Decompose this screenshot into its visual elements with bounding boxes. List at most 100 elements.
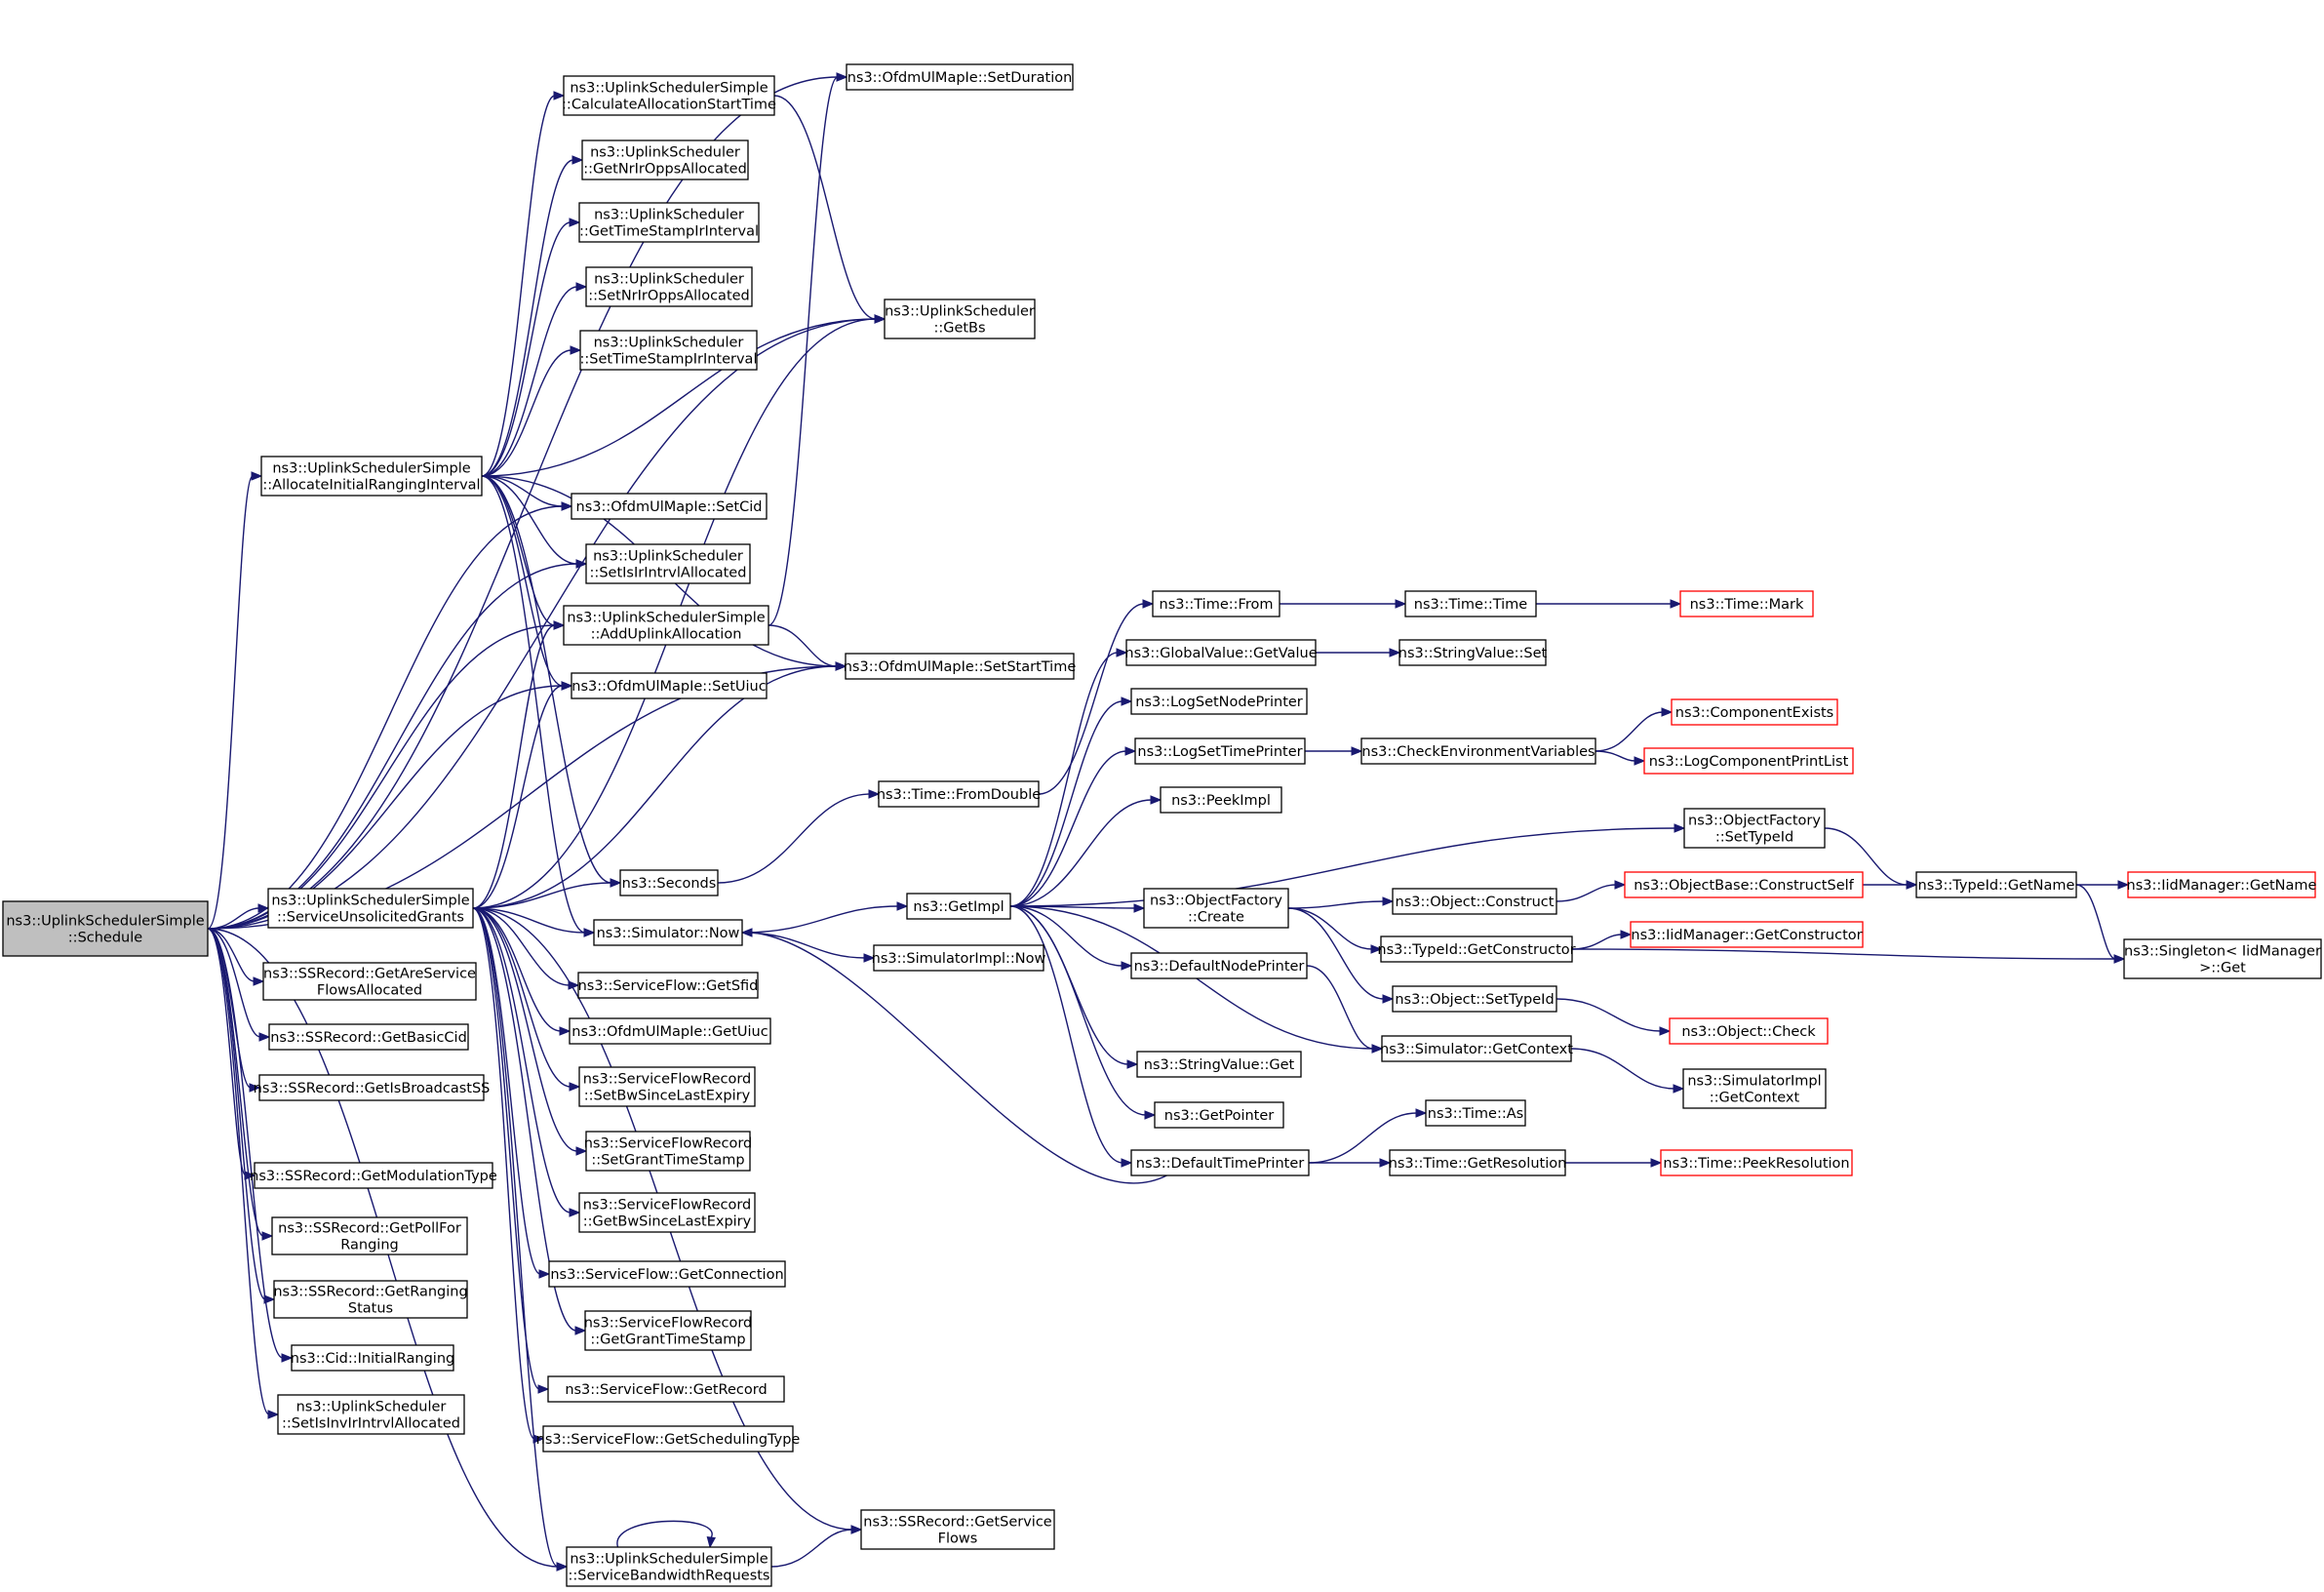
node-label: ns3::Singleton< IidManager bbox=[2124, 944, 2321, 960]
node-singletonGet[interactable]: ns3::Singleton< IidManager>::Get bbox=[2123, 938, 2322, 979]
node-objFactCreate[interactable]: ns3::ObjectFactory::Create bbox=[1143, 888, 1289, 929]
node-seconds[interactable]: ns3::Seconds bbox=[619, 869, 719, 896]
edge-schedule-to-getModulationType bbox=[207, 928, 256, 1180]
edge-timeTime-to-timeMark bbox=[1536, 599, 1682, 609]
node-setUiuc[interactable]: ns3::OfdmUlMapIe::SetUiuc bbox=[571, 672, 768, 699]
node-objCheck[interactable]: ns3::Object::Check bbox=[1669, 1017, 1829, 1045]
node-fromDouble[interactable]: ns3::Time::FromDouble bbox=[877, 780, 1041, 808]
edge-line bbox=[1571, 948, 2116, 960]
node-box bbox=[1160, 786, 1282, 814]
node-iidGetName[interactable]: ns3::IidManager::GetName bbox=[2127, 871, 2317, 898]
edge-line bbox=[768, 76, 839, 626]
node-getSchedType[interactable]: ns3::ServiceFlow::GetSchedulingType bbox=[536, 1425, 801, 1453]
node-getSfid[interactable]: ns3::ServiceFlow::GetSfid bbox=[577, 972, 759, 999]
edge-schedule-to-getAreServiceFlows bbox=[207, 928, 265, 986]
node-getUiuc[interactable]: ns3::OfdmUlMapIe::GetUiuc bbox=[569, 1017, 771, 1045]
node-getModulationType[interactable]: ns3::SSRecord::GetModulationType bbox=[250, 1162, 497, 1189]
edge-allocInitRanging-to-setIsIrIntrvl bbox=[481, 475, 588, 569]
node-logSetNode[interactable]: ns3::LogSetNodePrinter bbox=[1130, 688, 1308, 715]
edge-arrowhead bbox=[575, 1146, 588, 1156]
node-getBs[interactable]: ns3::UplinkScheduler::GetBs bbox=[884, 298, 1036, 339]
node-label: ns3::UplinkScheduler bbox=[593, 549, 743, 565]
edge-checkEnv-to-logCompPrint bbox=[1595, 750, 1646, 766]
node-addUplinkAlloc[interactable]: ns3::UplinkSchedulerSimple::AddUplinkAll… bbox=[563, 605, 769, 646]
node-serviceUnsolicited[interactable]: ns3::UplinkSchedulerSimple::ServiceUnsol… bbox=[267, 888, 474, 929]
node-setTimeStampIr[interactable]: ns3::UplinkScheduler::SetTimeStampIrInte… bbox=[579, 330, 758, 371]
node-stringSet[interactable]: ns3::StringValue::Set bbox=[1398, 639, 1548, 666]
node-timeMark[interactable]: ns3::Time::Mark bbox=[1679, 590, 1814, 617]
node-getConnection[interactable]: ns3::ServiceFlow::GetConnection bbox=[548, 1260, 786, 1288]
node-objSetTypeId[interactable]: ns3::Object::SetTypeId bbox=[1392, 985, 1557, 1013]
node-stringGet[interactable]: ns3::StringValue::Get bbox=[1136, 1051, 1302, 1078]
node-box bbox=[2127, 871, 2316, 898]
node-getTimeStampIr[interactable]: ns3::UplinkScheduler::GetTimeStampIrInte… bbox=[578, 202, 760, 243]
node-logSetTime[interactable]: ns3::LogSetTimePrinter bbox=[1134, 737, 1306, 765]
node-timeGetRes[interactable]: ns3::Time::GetResolution bbox=[1389, 1149, 1567, 1176]
node-box bbox=[1143, 888, 1289, 929]
node-setIsInvIr[interactable]: ns3::UplinkScheduler::SetIsInvIrIntrvlAl… bbox=[277, 1394, 465, 1435]
node-setIsIrIntrvl[interactable]: ns3::UplinkScheduler::SetIsIrIntrvlAlloc… bbox=[585, 543, 751, 584]
node-timeTime[interactable]: ns3::Time::Time bbox=[1404, 590, 1537, 617]
node-label: ns3::ServiceFlow::GetRecord bbox=[565, 1382, 767, 1398]
node-setBwSince[interactable]: ns3::ServiceFlowRecord::SetBwSinceLastEx… bbox=[578, 1066, 756, 1107]
node-initialRanging[interactable]: ns3::Cid::InitialRanging bbox=[291, 1344, 454, 1372]
node-defNodePrinter[interactable]: ns3::DefaultNodePrinter bbox=[1130, 952, 1308, 979]
node-logCompPrint[interactable]: ns3::LogComponentPrintList bbox=[1643, 747, 1854, 775]
node-getRecord[interactable]: ns3::ServiceFlow::GetRecord bbox=[547, 1375, 785, 1403]
edge-line bbox=[1595, 750, 1636, 762]
edge-arrowhead bbox=[261, 1231, 274, 1241]
node-iidGetConstructor[interactable]: ns3::IidManager::GetConstructor bbox=[1630, 921, 1864, 948]
node-getBasicCid[interactable]: ns3::SSRecord::GetBasicCid bbox=[268, 1023, 469, 1051]
node-typeGetConstructor[interactable]: ns3::TypeId::GetConstructor bbox=[1377, 935, 1576, 963]
node-setStartTime[interactable]: ns3::OfdmUlMapIe::SetStartTime bbox=[844, 653, 1077, 680]
node-getNrIrOpps[interactable]: ns3::UplinkScheduler::GetNrIrOppsAllocat… bbox=[581, 139, 749, 180]
edge-line bbox=[472, 907, 535, 1440]
node-getPointer[interactable]: ns3::GetPointer bbox=[1154, 1101, 1284, 1129]
node-getImpl[interactable]: ns3::GetImpl bbox=[906, 893, 1011, 920]
edge-arrowhead bbox=[1126, 1059, 1139, 1069]
node-timePeekRes[interactable]: ns3::Time::PeekResolution bbox=[1660, 1149, 1853, 1176]
node-objFactSetType[interactable]: ns3::ObjectFactory::SetTypeId bbox=[1683, 808, 1826, 849]
edge-arrowhead bbox=[251, 471, 263, 481]
node-simGetContext[interactable]: ns3::Simulator::GetContext bbox=[1380, 1035, 1573, 1062]
node-peekImpl[interactable]: ns3::PeekImpl bbox=[1160, 786, 1282, 814]
node-simNow[interactable]: ns3::Simulator::Now bbox=[593, 919, 743, 946]
node-setCid[interactable]: ns3::OfdmUlMapIe::SetCid bbox=[571, 493, 768, 520]
node-allocInitRanging[interactable]: ns3::UplinkSchedulerSimple::AllocateInit… bbox=[260, 456, 483, 497]
node-simImplGetContext[interactable]: ns3::SimulatorImpl::GetContext bbox=[1682, 1068, 1827, 1109]
node-setDuration[interactable]: ns3::OfdmUlMapIe::SetDuration bbox=[846, 63, 1074, 91]
node-timeFrom[interactable]: ns3::Time::From bbox=[1152, 590, 1280, 617]
node-calcAllocStart[interactable]: ns3::UplinkSchedulerSimple::CalculateAll… bbox=[562, 75, 776, 116]
edge-line bbox=[1009, 905, 1147, 1116]
edge-arrowhead bbox=[569, 1208, 581, 1217]
node-box bbox=[581, 139, 749, 180]
node-setGrantTs[interactable]: ns3::ServiceFlowRecord::SetGrantTimeStam… bbox=[584, 1131, 753, 1172]
node-label: ::SetBwSinceLastExpiry bbox=[584, 1089, 751, 1104]
node-getIsBroadcastSS[interactable]: ns3::SSRecord::GetIsBroadcastSS bbox=[254, 1074, 491, 1101]
node-objConstruct[interactable]: ns3::Object::Construct bbox=[1392, 888, 1557, 915]
node-label: ns3::GlobalValue::GetValue bbox=[1124, 646, 1317, 661]
node-compExists[interactable]: ns3::ComponentExists bbox=[1671, 698, 1838, 726]
node-timeAs[interactable]: ns3::Time::As bbox=[1425, 1099, 1526, 1127]
edge-arrowhead bbox=[1634, 756, 1646, 766]
node-getGrantTs[interactable]: ns3::ServiceFlowRecord::GetGrantTimeStam… bbox=[584, 1310, 753, 1351]
node-getAreServiceFlows[interactable]: ns3::SSRecord::GetAreServiceFlowsAllocat… bbox=[262, 962, 477, 1001]
edge-timeGetRes-to-timePeekRes bbox=[1564, 1158, 1663, 1168]
node-serviceBwReq[interactable]: ns3::UplinkSchedulerSimple::ServiceBandw… bbox=[566, 1546, 772, 1587]
node-box bbox=[271, 1216, 468, 1255]
node-simImplNow[interactable]: ns3::SimulatorImpl::Now bbox=[872, 944, 1046, 972]
node-defTimePrinter[interactable]: ns3::DefaultTimePrinter bbox=[1130, 1149, 1310, 1176]
node-getBwSince[interactable]: ns3::ServiceFlowRecord::GetBwSinceLastEx… bbox=[578, 1192, 756, 1233]
node-schedule[interactable]: ns3::UplinkSchedulerSimple::Schedule bbox=[2, 900, 209, 957]
node-objBaseConstruct[interactable]: ns3::ObjectBase::ConstructSelf bbox=[1624, 871, 1864, 898]
edge-checkEnv-to-compExists bbox=[1595, 707, 1674, 752]
node-checkEnv[interactable]: ns3::CheckEnvironmentVariables bbox=[1360, 737, 1596, 765]
node-typeGetName[interactable]: ns3::TypeId::GetName bbox=[1915, 871, 2077, 898]
node-setNrIrOpps[interactable]: ns3::UplinkScheduler::SetNrIrOppsAllocat… bbox=[585, 266, 753, 307]
node-globalGetValue[interactable]: ns3::GlobalValue::GetValue bbox=[1124, 639, 1318, 666]
edge-line bbox=[472, 907, 541, 1275]
node-label: ns3::GetImpl bbox=[913, 899, 1004, 915]
